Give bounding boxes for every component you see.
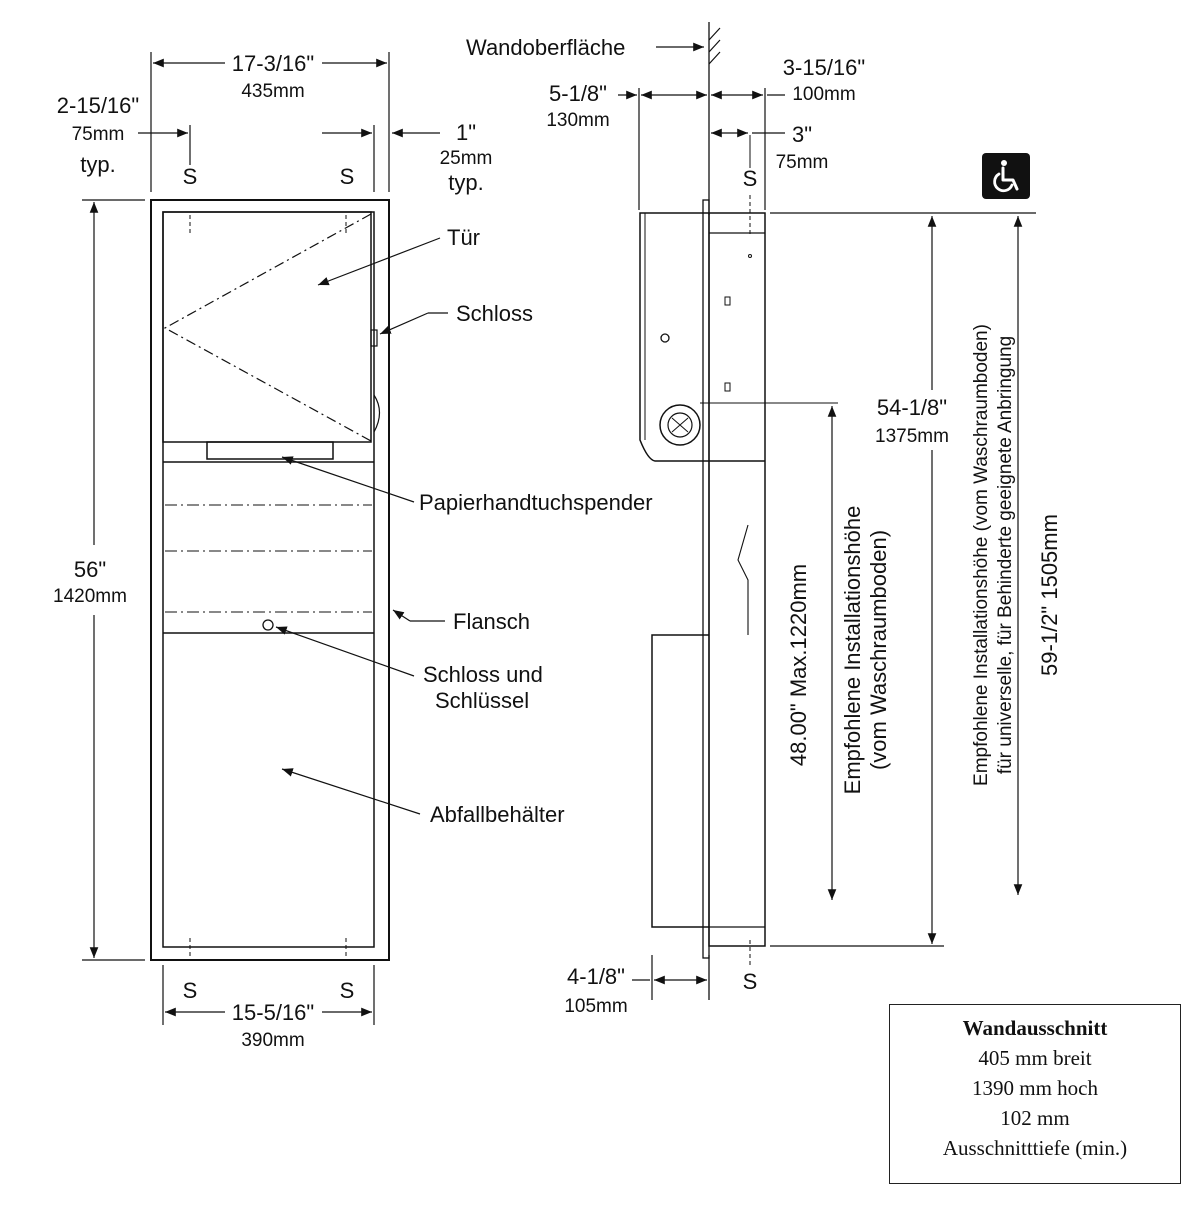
cutout-width: 405 mm breit <box>978 1046 1092 1070</box>
screw-offset-inch: 3" <box>792 122 812 147</box>
screw-mark-top-left: S <box>183 164 198 189</box>
door-panel <box>162 211 372 443</box>
bottom-projection-inch: 4-1/8" <box>567 964 625 989</box>
callout-waste-bin: Abfallbehälter <box>430 802 565 827</box>
door-lock <box>370 329 378 347</box>
side-flange <box>702 199 710 959</box>
side-offset-typ: typ. <box>80 152 115 177</box>
dispenser-height-mm: 1375mm <box>875 426 949 447</box>
height-inch: 56" <box>74 557 106 582</box>
wheelchair-glyph <box>993 160 1019 193</box>
callout-towel-dispenser: Papierhandtuchspender <box>419 490 653 515</box>
dispenser-height-inch: 54-1/8" <box>877 395 947 420</box>
recessed-body <box>708 212 766 947</box>
depth-inch: 3-15/16" <box>783 55 865 80</box>
callout-leaders <box>275 237 448 815</box>
side-dimensions <box>618 42 1036 1000</box>
accessible-height-line1: Empfohlene Installationshöhe (vom Waschr… <box>971 324 992 786</box>
cutout-depth-note: Ausschnitttiefe (min.) <box>942 1136 1128 1160</box>
front-view <box>150 199 390 961</box>
side-screw-mark-bottom: S <box>743 969 758 994</box>
waste-bin-projection <box>651 634 709 928</box>
front-cabinet-outline <box>162 211 375 948</box>
screw-mark-top-right: S <box>340 164 355 189</box>
dispenser-knob <box>659 404 701 446</box>
front-flange-outline <box>150 199 390 961</box>
max-height-label: 48.00" Max.1220mm <box>786 564 811 766</box>
projection-inch: 5-1/8" <box>549 81 607 106</box>
callout-lock-key-line2: Schlüssel <box>435 688 529 713</box>
flange-inch: 1" <box>456 120 476 145</box>
cutout-title: Wandausschnitt <box>962 1016 1108 1040</box>
callout-lock-key-line1: Schloss und <box>423 662 543 687</box>
flange-typ: typ. <box>448 170 483 195</box>
towel-outlet <box>206 441 334 460</box>
side-offset-inch: 2-15/16" <box>57 93 139 118</box>
wall-surface-label: Wandoberfläche <box>466 35 625 60</box>
callout-lock: Schloss <box>456 301 533 326</box>
callout-flange: Flansch <box>453 609 530 634</box>
top-width-mm: 435mm <box>241 81 304 102</box>
screw-offset-mm: 75mm <box>776 152 829 173</box>
door-hinge <box>373 394 381 433</box>
bottom-width-mm: 390mm <box>241 1030 304 1051</box>
side-offset-mm: 75mm <box>72 124 125 145</box>
bottom-projection-mm: 105mm <box>564 996 627 1017</box>
projection-mm: 130mm <box>546 110 609 131</box>
waste-lock <box>262 619 274 631</box>
flange-mm: 25mm <box>440 148 493 169</box>
screw-mark-bottom-left: S <box>183 978 198 1003</box>
depth-mm: 100mm <box>792 84 855 105</box>
wheelchair-icon <box>982 153 1030 199</box>
cutout-height: 1390 mm hoch <box>972 1076 1098 1100</box>
cutout-depth: 102 mm <box>1000 1106 1070 1130</box>
door-swing-lines <box>163 213 372 442</box>
side-screw-mark-top: S <box>743 166 758 191</box>
bottom-width-inch: 15-5/16" <box>232 1000 314 1025</box>
height-mm: 1420mm <box>53 586 127 607</box>
screw-mark-bottom-right: S <box>340 978 355 1003</box>
accessible-height-line2: für universelle, für Behinderte geeignet… <box>995 336 1016 774</box>
callout-door: Tür <box>447 225 480 250</box>
dispenser-projection <box>639 212 765 462</box>
recommended-height-line2: (vom Waschraumboden) <box>866 530 891 770</box>
front-dimensions <box>82 52 440 1025</box>
overall-height-label: 59-1/2" 1505mm <box>1037 514 1062 676</box>
top-width-inch: 17-3/16" <box>232 51 314 76</box>
side-view <box>639 22 838 1000</box>
recommended-height-line1: Empfohlene Installationshöhe <box>840 506 865 795</box>
wall-cutout-box: Wandausschnitt 405 mm breit 1390 mm hoch… <box>889 1004 1181 1184</box>
